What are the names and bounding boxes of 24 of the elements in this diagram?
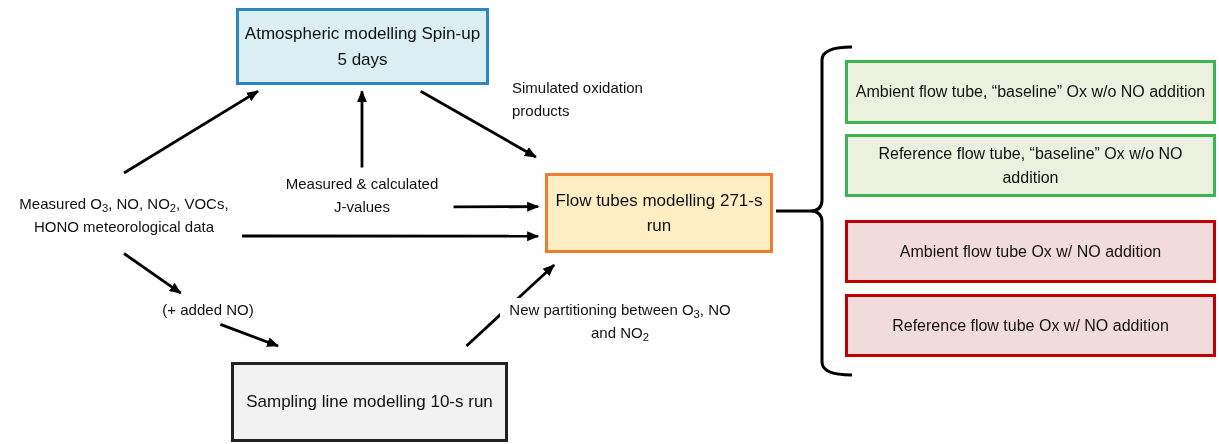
process-box [545,173,773,253]
node-text: (+ added NO) [161,299,255,320]
node-text: Ambient flow tube, “baseline” Ox w/o NO addition [854,82,1207,102]
node-text: Reference flow tube Ox w/ NO addition [891,315,1170,336]
process-box [231,362,508,442]
output-box [845,294,1216,357]
arrow [123,252,182,295]
arrow [219,323,280,348]
node-text: Flow tubes modelling 271-s run [554,189,764,237]
arrow [242,231,540,242]
node-text: Reference flow tube, “baseline” Ox w/o NO addition [877,143,1184,188]
arrow [123,89,259,175]
node-text: Measured & calculated J-values [284,174,440,217]
arrow [357,90,367,168]
node-text: Atmospheric modelling Spin-up 5 days [243,23,482,71]
arrow [453,201,540,212]
node-text: Measured O$_{3}$, NO, NO$_{2}$, VOCs, HONO meteorological data [18,194,230,237]
node-text: Ambient flow tube Ox w/ NO addition [898,241,1163,262]
arrow [420,89,537,159]
output-box [845,134,1216,197]
output-box [845,60,1216,124]
output-box [845,220,1216,283]
node-text: Sampling line modelling 10-s run [245,391,494,414]
process-box [236,8,489,85]
